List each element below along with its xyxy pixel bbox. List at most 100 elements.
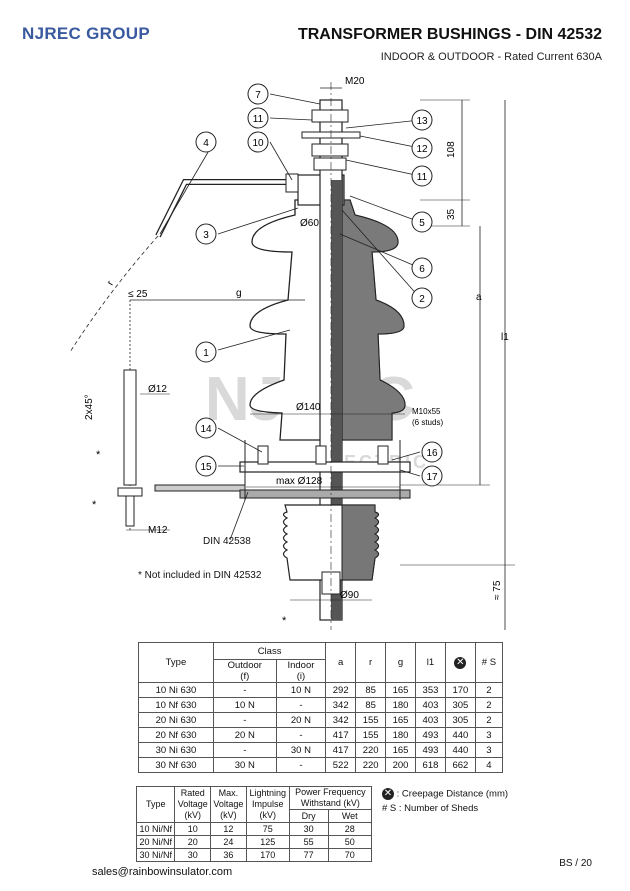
table-cell: 10 N	[275, 682, 327, 698]
section-hatch	[339, 199, 406, 441]
table-cell: 36	[210, 848, 247, 862]
table-cell: 493	[415, 742, 446, 758]
dim-d12: Ø12	[148, 384, 167, 395]
legend-creepage: ✕ : Creepage Distance (mm)	[382, 788, 508, 800]
table-cell: 155	[355, 712, 387, 728]
gasket-plate	[239, 489, 411, 499]
dim-maxd128: max Ø128	[276, 476, 323, 487]
elec-col-max: Max.Voltage(kV)	[210, 786, 247, 823]
elec-col-wet: Wet	[327, 809, 372, 823]
radius-arc	[69, 235, 159, 353]
dim-studs: (6 studs)	[412, 418, 443, 427]
horn-clamp	[285, 173, 299, 193]
table-cell: 2	[474, 682, 504, 698]
table-cell: 85	[355, 682, 387, 698]
table-cell: 522	[325, 757, 357, 773]
table-cell: 12	[210, 822, 247, 836]
dim-a: a	[476, 292, 482, 303]
legend-sheds: # S : Number of Sheds	[382, 803, 479, 814]
table-cell: 342	[325, 697, 357, 713]
earthing-rod	[123, 369, 137, 486]
table-cell: 170	[444, 682, 476, 698]
callout-16: 14	[200, 424, 212, 435]
table-cell: 125	[245, 835, 290, 849]
col-sheds: # S	[474, 642, 504, 683]
table-cell: 342	[325, 712, 357, 728]
table-cell: 55	[288, 835, 329, 849]
dim-d90: Ø90	[340, 590, 359, 601]
table-cell: 440	[444, 742, 476, 758]
table-cell: 10 N	[212, 697, 277, 713]
stud-right	[377, 445, 389, 465]
table-cell: 20 Ni/Nf	[135, 835, 176, 849]
footnote: * Not included in DIN 42532	[138, 570, 262, 581]
dimensions-table: Type Class a r g l1 ✕ # S Outdoor(f) Ind…	[138, 642, 504, 773]
table-cell: 170	[245, 848, 290, 862]
table-cell: 417	[325, 727, 357, 743]
table-cell: 493	[415, 727, 446, 743]
callout-11-top: 11	[253, 114, 264, 125]
table-cell: 10 Ni/Nf	[135, 822, 176, 836]
table-cell: 28	[327, 822, 372, 836]
table-cell: 10 Nf 630	[138, 697, 214, 713]
col-type: Type	[138, 642, 214, 683]
col-outdoor: Outdoor(f)	[212, 659, 277, 683]
table-cell: 180	[385, 727, 416, 743]
table-cell: 353	[415, 682, 446, 698]
top-nut	[311, 109, 349, 123]
earthing-nut	[117, 487, 143, 497]
dim-m20: M20	[345, 76, 365, 87]
dim-g: g	[236, 288, 242, 299]
contact-email[interactable]: sales@rainbowinsulator.com	[92, 866, 233, 878]
table-cell: 440	[444, 727, 476, 743]
table-cell: 3	[474, 742, 504, 758]
table-cell: 50	[327, 835, 372, 849]
table-cell: 20 N	[275, 712, 327, 728]
dim-d140: Ø140	[296, 402, 321, 413]
callout-15: 17	[426, 472, 438, 483]
earthing-bolt	[125, 495, 135, 527]
table-cell: 30	[174, 848, 212, 862]
table-cell: 180	[385, 697, 416, 713]
elec-col-type: Type	[135, 786, 176, 823]
table-cell: 2	[474, 697, 504, 713]
bushing-drawing: NJREC ELECTRIC M20 108 35 a l1	[69, 76, 515, 630]
table-cell: 20	[174, 835, 212, 849]
lower-nut	[311, 143, 349, 157]
callout-1: 1	[203, 348, 209, 359]
callout-17: 15	[200, 462, 212, 473]
table-cell: 10	[174, 822, 212, 836]
dim-108: 108	[446, 141, 457, 158]
stud-center	[315, 445, 327, 465]
table-cell: 417	[325, 742, 357, 758]
table-cell: -	[275, 727, 327, 743]
table-cell: 30 Ni 630	[138, 742, 214, 758]
col-a: a	[325, 642, 357, 683]
conductor-section	[331, 180, 342, 620]
callout-labels: 7 11 10 4 3 13 12 11 5 6 2 1 16 17 14 15	[200, 90, 438, 483]
table-cell: 30 Ni/Nf	[135, 848, 176, 862]
table-cell: 30 N	[212, 757, 277, 773]
callout-4: 4	[203, 138, 209, 149]
callout-11-right: 11	[417, 172, 428, 183]
table-cell: 4	[474, 757, 504, 773]
table-cell: 85	[355, 697, 387, 713]
table-cell: 165	[385, 682, 416, 698]
table-cell: 30 Nf 630	[138, 757, 214, 773]
table-cell: -	[275, 697, 327, 713]
table-cell: 30	[288, 822, 329, 836]
stud-left	[257, 445, 269, 465]
dim-75: ≈ 75	[492, 580, 503, 600]
callout-12: 12	[416, 144, 428, 155]
callout-circles	[195, 83, 443, 487]
document-title: TRANSFORMER BUSHINGS - DIN 42532	[297, 26, 602, 43]
callout-3: 3	[203, 230, 209, 241]
creepage-icon: ✕	[454, 656, 467, 669]
asterisk-left-lower: *	[92, 499, 97, 511]
